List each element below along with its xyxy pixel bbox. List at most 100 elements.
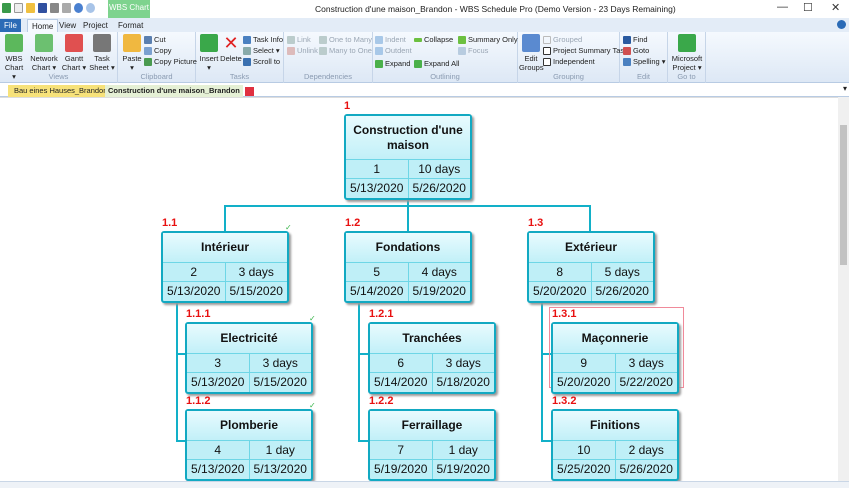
group-label: Clipboard [140, 72, 173, 81]
network-chart-button[interactable]: Network Chart ▾ [29, 34, 59, 72]
task-duration: 10 days [418, 162, 461, 176]
task-finish: 5/26/2020 [619, 462, 673, 476]
scroll-to-button[interactable]: Scroll to [243, 57, 280, 66]
delete-button[interactable]: ✕Delete [220, 33, 242, 63]
redo-icon[interactable] [86, 3, 95, 13]
grouped-checkbox[interactable]: Grouped [543, 35, 582, 44]
expand-button[interactable]: Expand [375, 59, 410, 68]
task-start: 5/19/2020 [370, 460, 433, 479]
group-outlining: Indent Outdent Expand Collapse Expand Al… [373, 32, 518, 83]
check-icon: ✓ [309, 314, 316, 323]
vertical-scrollbar[interactable] [838, 97, 849, 481]
context-tab-wbs-chart[interactable]: WBS Chart [108, 0, 150, 18]
microsoft-project-button[interactable]: Microsoft Project ▾ [669, 34, 705, 72]
one-to-many-button[interactable]: One to Many [319, 35, 372, 44]
task-start: 5/25/2020 [553, 460, 616, 479]
group-label: Views [48, 72, 69, 81]
focus-button[interactable]: Focus [458, 46, 488, 55]
undo-icon[interactable] [74, 3, 83, 13]
indent-button[interactable]: Indent [375, 35, 406, 44]
task-info-button[interactable]: Task Info [243, 35, 283, 44]
unlink-button[interactable]: Unlink [287, 46, 318, 55]
gantt-chart-button[interactable]: Gantt Chart ▾ [61, 34, 87, 72]
connector-line [541, 353, 551, 355]
project-summary-task-checkbox[interactable]: Project Summary Task [543, 46, 628, 55]
close-button[interactable]: ✕ [831, 2, 841, 14]
expand-icon [375, 59, 383, 68]
tab-format[interactable]: Format [118, 21, 144, 30]
task-start: 5/20/2020 [553, 373, 616, 392]
microsoft-project-icon [678, 34, 696, 52]
scrollbar-thumb[interactable] [840, 125, 847, 265]
tab-project[interactable]: Project [83, 21, 108, 30]
outdent-button[interactable]: Outdent [375, 46, 412, 55]
group-clipboard: Paste▾ Cut Copy Copy Picture Clipboard [118, 32, 197, 83]
copy-button[interactable]: Copy [144, 46, 172, 55]
paste-button[interactable]: Paste▾ [121, 34, 143, 72]
independent-checkbox[interactable]: Independent [543, 57, 595, 66]
insert-button[interactable]: Insert▾ [198, 34, 220, 72]
connector-line [224, 205, 226, 231]
tab-home[interactable]: Home [27, 19, 59, 32]
expand-all-button[interactable]: Expand All [414, 59, 459, 68]
summary-only-button[interactable]: Summary Only [458, 35, 518, 44]
cut-button[interactable]: Cut [144, 35, 166, 44]
binoculars-icon [623, 35, 631, 44]
task-sheet-button[interactable]: Task Sheet ▾ [89, 34, 115, 72]
wbs-number: 1.2 [345, 217, 361, 229]
close-tab-button[interactable] [244, 86, 254, 96]
minimize-button[interactable]: — [777, 1, 788, 13]
connector-line [358, 353, 368, 355]
new-icon[interactable] [14, 3, 23, 13]
collapse-icon [414, 37, 422, 42]
spelling-button[interactable]: Spelling ▾ [623, 57, 665, 66]
help-icon[interactable] [837, 20, 846, 29]
wbs-number: 1.3.1 [552, 308, 577, 320]
select-icon [243, 46, 251, 55]
task-name: Maçonnerie [553, 324, 677, 354]
task-duration: 4 days [421, 265, 457, 279]
group-tasks: Insert▾ ✕Delete Task Info Select ▾ Scrol… [196, 32, 284, 83]
connector-line [176, 440, 186, 442]
link-button[interactable]: Link [287, 35, 311, 44]
wbs-number: 1 [344, 100, 351, 112]
wbs-number: 1.1 [162, 217, 178, 229]
maximize-button[interactable]: ☐ [803, 2, 813, 14]
task-id: 10 [553, 441, 616, 459]
edit-groups-button[interactable]: Edit Groups [519, 34, 544, 72]
doc-tab-bau-eines-hauses[interactable]: Bau eines Hauses_Brandon [8, 85, 114, 97]
open-icon[interactable] [26, 3, 35, 13]
doc-tab-construction[interactable]: Construction d'une maison_Brandon [105, 85, 243, 97]
ribbon-tabs: File Home View Project Format [0, 18, 849, 32]
group-edit: Find Goto Spelling ▾ Edit [620, 32, 668, 83]
task-id: 3 [187, 354, 250, 372]
connector-line [358, 440, 368, 442]
select-button[interactable]: Select ▾ [243, 46, 280, 55]
tab-list-dropdown[interactable]: ▾ [842, 84, 847, 93]
wbs-chart-button[interactable]: WBS Chart ▾ [2, 34, 26, 81]
print-preview-icon[interactable] [62, 3, 71, 13]
cut-icon [144, 35, 152, 44]
tab-view[interactable]: View [59, 21, 77, 30]
task-info-icon [243, 35, 251, 44]
save-icon[interactable] [38, 3, 47, 13]
find-button[interactable]: Find [623, 35, 648, 44]
copy-picture-button[interactable]: Copy Picture [144, 57, 197, 66]
collapse-button[interactable]: Collapse [414, 35, 453, 44]
many-to-one-button[interactable]: Many to One [319, 46, 372, 55]
tab-file[interactable]: File [0, 19, 21, 32]
print-icon[interactable] [50, 3, 59, 13]
goto-button[interactable]: Goto [623, 46, 649, 55]
task-finish: 5/19/2020 [436, 462, 490, 476]
